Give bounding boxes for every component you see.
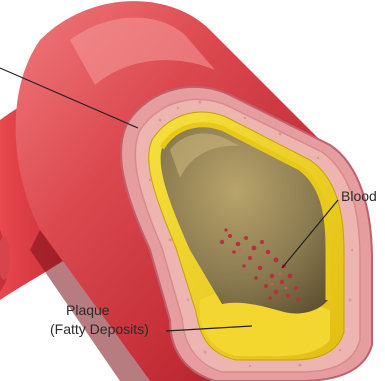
blood-label: Blood bbox=[341, 188, 377, 204]
fatty-deposits-label: (Fatty Deposits) bbox=[50, 321, 149, 337]
plaque-label: Plaque bbox=[66, 302, 110, 318]
